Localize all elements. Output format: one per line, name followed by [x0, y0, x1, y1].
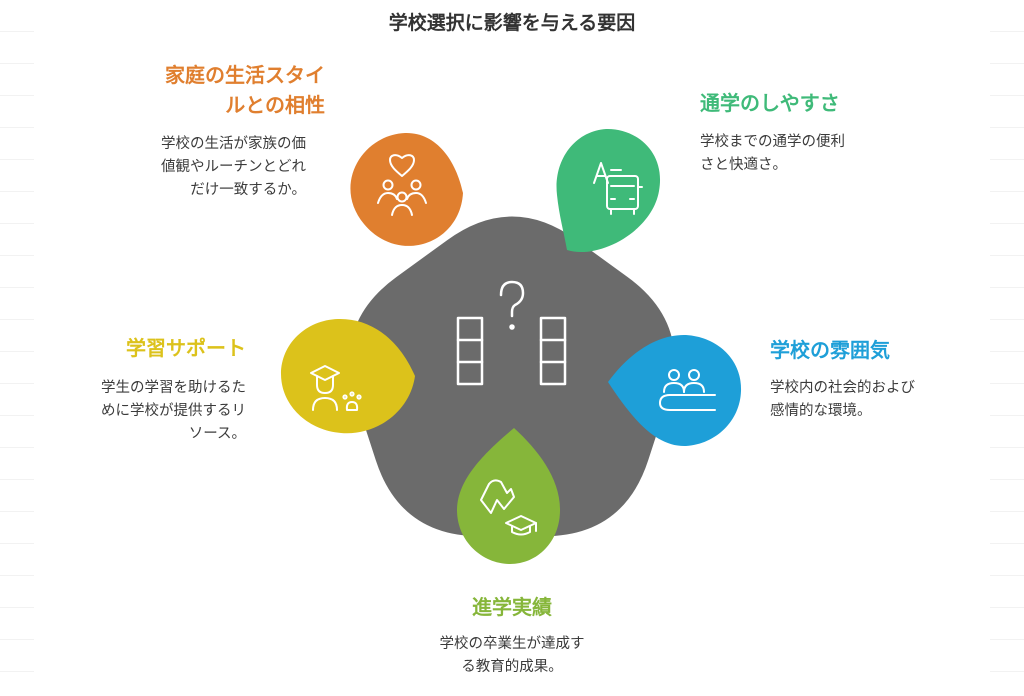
left-edge-decoration: [0, 0, 34, 696]
lifestyle-desc-line1: 学校の生活が家族の価: [161, 136, 306, 152]
results-heading: 進学実績: [472, 595, 552, 619]
right-edge-decoration: [990, 0, 1024, 696]
results-drop: [457, 428, 560, 564]
lifestyle-heading-line2: ルとの相性: [225, 93, 325, 117]
results-description: 学校の卒業生が達成す る教育的成果。: [412, 633, 612, 679]
lifestyle-desc-line2: 値観やルーチンとどれ: [161, 159, 306, 175]
commute-desc-line2: さと快適さ。: [700, 157, 787, 173]
students-at-desk-icon: [659, 369, 716, 411]
atmosphere-drop: [608, 334, 742, 447]
atmosphere-heading: 学校の雰囲気: [770, 338, 890, 362]
support-desc-line1: 学生の学習を助けるた: [101, 380, 246, 396]
lifestyle-desc-line3: だけ一致するか。: [190, 182, 306, 198]
family-heart-icon: [377, 154, 427, 216]
support-heading: 学習サポート: [126, 336, 246, 360]
results-desc-line2: る教育的成果。: [461, 659, 563, 675]
center-pentagon: [349, 216, 675, 537]
commute-drop: [556, 128, 661, 253]
support-desc-line2: めに学校が提供するリ: [101, 403, 246, 419]
lifestyle-drop: [350, 132, 463, 246]
lifestyle-heading-line1: 家庭の生活スタイ: [165, 63, 325, 87]
commute-heading: 通学のしやすさ: [700, 91, 840, 115]
atmosphere-desc-line1: 学校内の社会的および: [770, 380, 915, 396]
atmosphere-description: 学校内の社会的および 感情的な環境。: [770, 377, 980, 423]
school-bus-icon: [593, 162, 643, 215]
student-support-icon: [310, 365, 362, 411]
graduate-success-icon: [480, 479, 537, 536]
lifestyle-description: 学校の生活が家族の価 値観やルーチンとどれ だけ一致するか。: [120, 133, 306, 202]
commute-description: 学校までの通学の便利 さと快適さ。: [700, 131, 900, 177]
support-desc-line3: ソース。: [188, 426, 246, 442]
question-and-comparison-icon: [456, 280, 567, 386]
lifestyle-heading-text: 家庭の生活スタイ ルとの相性: [110, 60, 325, 120]
results-desc-line1: 学校の卒業生が達成す: [439, 636, 585, 652]
support-description: 学生の学習を助けるた めに学校が提供するリ ソース。: [60, 377, 246, 446]
atmosphere-desc-line2: 感情的な環境。: [770, 403, 872, 419]
commute-desc-line1: 学校までの通学の便利: [700, 134, 845, 150]
diagram-title: 学校選択に影響を与える要因: [388, 12, 636, 34]
